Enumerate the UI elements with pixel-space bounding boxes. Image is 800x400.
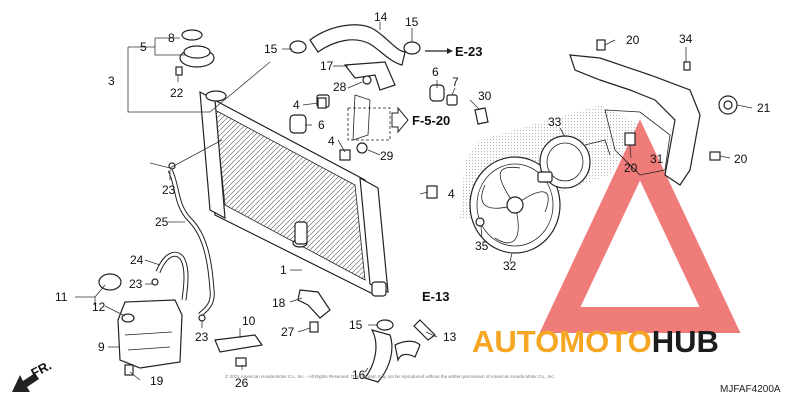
callout-17: 17 (320, 59, 334, 73)
lower-hose (363, 319, 436, 383)
callout-18: 18 (272, 296, 286, 310)
callout-29: 29 (380, 149, 394, 163)
callout-20-top: 20 (626, 33, 640, 47)
reference-arrow-e23-icon (425, 48, 453, 54)
watermark-text: AUTOMOTOHUB (472, 324, 719, 359)
reference-arrow-f520-icon (391, 106, 409, 134)
callout-26: 26 (235, 376, 249, 390)
callout-34: 34 (679, 32, 693, 46)
front-direction-arrow-icon: FR. (12, 358, 54, 392)
callout-20-lower: 20 (624, 161, 638, 175)
callout-15-top-left: 15 (264, 42, 278, 56)
callout-5: 5 (140, 40, 147, 54)
callout-9: 9 (98, 340, 105, 354)
leader-lines (75, 22, 753, 381)
callout-30: 30 (478, 89, 492, 103)
bolt (151, 132, 636, 322)
callout-28: 28 (333, 80, 347, 94)
callout-4-lower: 4 (448, 187, 455, 201)
watermark-suffix: HUB (652, 324, 719, 359)
callout-24: 24 (130, 253, 144, 267)
callout-14: 14 (374, 10, 388, 24)
callout-23-upper: 23 (162, 183, 176, 197)
diagram-code: MJFAF4200A (720, 384, 781, 395)
callout-6-left: 6 (318, 118, 325, 132)
callout-7: 7 (452, 75, 459, 89)
reference-e23: E-23 (455, 44, 482, 59)
callout-35: 35 (475, 239, 489, 253)
hose-clamp (289, 40, 421, 331)
reserve-tank (98, 273, 183, 376)
callout-19: 19 (150, 374, 164, 388)
callout-8: 8 (168, 31, 175, 45)
callout-13: 13 (443, 330, 457, 344)
reference-f520: F-5-20 (412, 113, 450, 128)
upper-hose (309, 24, 406, 66)
upper-bracket (343, 61, 396, 154)
copyright-notice: © 2021 American Honda Motor Co., Inc. - … (225, 373, 555, 379)
callout-21: 21 (757, 101, 771, 115)
callout-3: 3 (108, 74, 115, 88)
callout-labels: 3 5 8 22 15 14 15 E-23 17 28 6 7 30 4 6 … (55, 10, 771, 390)
callout-16: 16 (352, 368, 366, 382)
overflow-tube (155, 168, 215, 317)
callout-23-middle: 23 (129, 277, 143, 291)
callout-12: 12 (92, 300, 106, 314)
radiator (199, 90, 389, 297)
callout-4-upper: 4 (293, 98, 300, 112)
callout-4-middle: 4 (328, 134, 335, 148)
cooling-fan (469, 156, 561, 254)
watermark-logo-icon (539, 119, 741, 333)
callout-11: 11 (55, 290, 68, 304)
callout-1: 1 (280, 263, 287, 277)
callout-10: 10 (242, 314, 256, 328)
callout-15-lower: 15 (349, 318, 363, 332)
callout-22: 22 (170, 86, 184, 100)
callout-33: 33 (548, 115, 562, 129)
fan-motor (537, 135, 611, 189)
radiator-cap (175, 29, 215, 76)
callout-23-lower: 23 (195, 330, 209, 344)
lower-stay (297, 289, 331, 333)
callout-25: 25 (155, 215, 169, 229)
callout-15-top-right: 15 (405, 15, 419, 29)
reference-e13: E-13 (422, 289, 449, 304)
fan-shroud (569, 39, 738, 186)
tank-stay (214, 334, 264, 367)
callout-27: 27 (281, 325, 295, 339)
callout-32: 32 (503, 259, 517, 273)
callout-6-right: 6 (432, 65, 439, 79)
callout-20-right: 20 (734, 152, 748, 166)
callout-31: 31 (650, 152, 664, 166)
watermark-prefix: AUTOMOTO (472, 324, 652, 359)
